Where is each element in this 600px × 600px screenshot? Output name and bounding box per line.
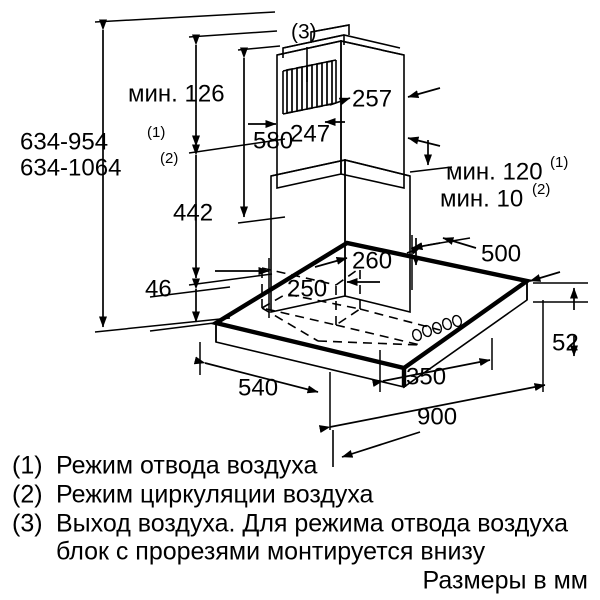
control-button-1[interactable] <box>411 328 423 342</box>
dim-label-46: 46 <box>145 275 172 302</box>
vent-slot-5 <box>326 59 333 107</box>
dim-sup-overall-height-2: (2) <box>160 150 178 167</box>
dim-label-500: 500 <box>481 240 521 267</box>
dim-500 <box>406 237 561 282</box>
dim-label-540: 540 <box>238 374 278 401</box>
legend-1-leader <box>332 430 421 467</box>
dim-overall-height <box>94 11 276 333</box>
hidden-shaft-top-2 <box>335 267 361 286</box>
dim-overall-height-ext-bottom <box>94 317 231 333</box>
dim-min-126 <box>188 30 286 154</box>
legend-text-3-continued: блок с прорезями монтируется внизу <box>56 538 486 566</box>
dim-label-min-10: мин. 10 <box>440 185 523 212</box>
dim-label-260: 260 <box>352 247 392 274</box>
vent-slot-2 <box>296 65 303 113</box>
callout-3-leader <box>306 47 351 106</box>
dim-247 <box>248 118 345 128</box>
dim-442 <box>188 144 273 286</box>
dim-260-leader-left <box>314 256 348 268</box>
dim-label-247: 247 <box>290 120 330 147</box>
hidden-proj-1 <box>261 307 319 342</box>
legend-marker-3: (3) <box>12 510 43 538</box>
hidden-proj-3 <box>317 340 421 346</box>
dim-540-line <box>193 356 319 394</box>
dim-900-line <box>318 383 546 433</box>
dim-min-clearance-ext <box>409 166 453 173</box>
dim-min-126-ext-top <box>188 30 278 38</box>
dim-sup-min-10: (2) <box>532 181 550 198</box>
dim-250 <box>215 258 380 318</box>
dim-label-580: 580 <box>253 127 293 154</box>
chimney-upper <box>276 24 405 189</box>
dim-52 <box>533 282 588 357</box>
dim-label-overall-height-2: 634-1064 <box>20 154 121 181</box>
hidden-shaft-base <box>259 293 363 326</box>
chimney-upper-back-tab-top <box>310 24 350 33</box>
dim-500-leader <box>442 237 477 249</box>
legend-1-leader-arrow <box>341 431 421 458</box>
dim-257-leader-top <box>407 87 441 99</box>
dim-580 <box>237 45 286 224</box>
dim-label-900: 900 <box>417 403 457 430</box>
vent-slot-1 <box>286 67 293 115</box>
dim-min-126-ext-bottom <box>188 138 286 154</box>
dim-442-ext-bottom <box>188 273 273 286</box>
dim-257-leader-bottom <box>407 136 441 147</box>
dim-label-442: 442 <box>173 199 213 226</box>
dim-500-arrow-left <box>406 247 421 255</box>
dim-label-min-126: мин. 126 <box>128 80 225 107</box>
dim-500-ext <box>427 237 471 246</box>
control-button-5[interactable] <box>451 314 463 328</box>
callout-label-3: (3) <box>291 21 317 44</box>
dim-label-250: 250 <box>287 275 327 302</box>
vent-slot-4 <box>316 61 323 109</box>
control-button-3[interactable] <box>431 321 443 335</box>
dim-350-line <box>371 358 491 387</box>
legend-text-3: Выход воздуха. Для режима отвода воздуха <box>56 510 568 538</box>
callout-3-arrow <box>329 97 351 106</box>
dim-label-52: 52 <box>552 329 579 356</box>
dim-min-clearance <box>409 140 453 173</box>
dim-sup-min-120: (1) <box>550 154 568 171</box>
dim-46 <box>149 278 231 332</box>
chimney-upper-lip-edge <box>282 34 345 49</box>
chimney-upper-top-rim <box>276 40 405 56</box>
dim-label-overall-height-1: 634-954 <box>20 128 108 155</box>
dim-257 <box>407 87 441 147</box>
dim-46-ext-top <box>149 286 231 298</box>
air-outlet-slot-block <box>282 59 337 115</box>
legend-text-1: Режим отвода воздуха <box>56 452 317 480</box>
units-note: Размеры в мм <box>423 567 588 595</box>
hidden-shaft-top-1 <box>261 267 337 286</box>
dim-500-leader-right <box>529 271 561 282</box>
dim-sup-overall-height-1: (1) <box>147 124 165 141</box>
dim-label-350: 350 <box>406 363 446 390</box>
legend-marker-2: (2) <box>12 481 43 509</box>
control-button-4[interactable] <box>441 317 453 331</box>
chimney-lower-top-edges <box>270 159 411 177</box>
vent-block-top-border <box>282 59 337 72</box>
chimney-lower <box>270 158 411 314</box>
dim-900 <box>318 300 546 433</box>
dim-label-min-120: мин. 120 <box>446 158 543 185</box>
hidden-proj-4 <box>359 308 441 331</box>
dim-label-257: 257 <box>352 85 392 112</box>
legend-marker-1: (1) <box>12 452 43 480</box>
dim-46-ext-bottom <box>149 321 223 332</box>
hood-control-buttons[interactable] <box>411 314 463 342</box>
dim-580-ext-bottom <box>237 216 286 224</box>
legend-text-2: Режим циркуляции воздуха <box>56 481 374 509</box>
dim-overall-height-ext-top <box>94 11 276 23</box>
dim-580-ext-top <box>237 45 281 51</box>
vent-block-bottom-border <box>282 102 337 115</box>
